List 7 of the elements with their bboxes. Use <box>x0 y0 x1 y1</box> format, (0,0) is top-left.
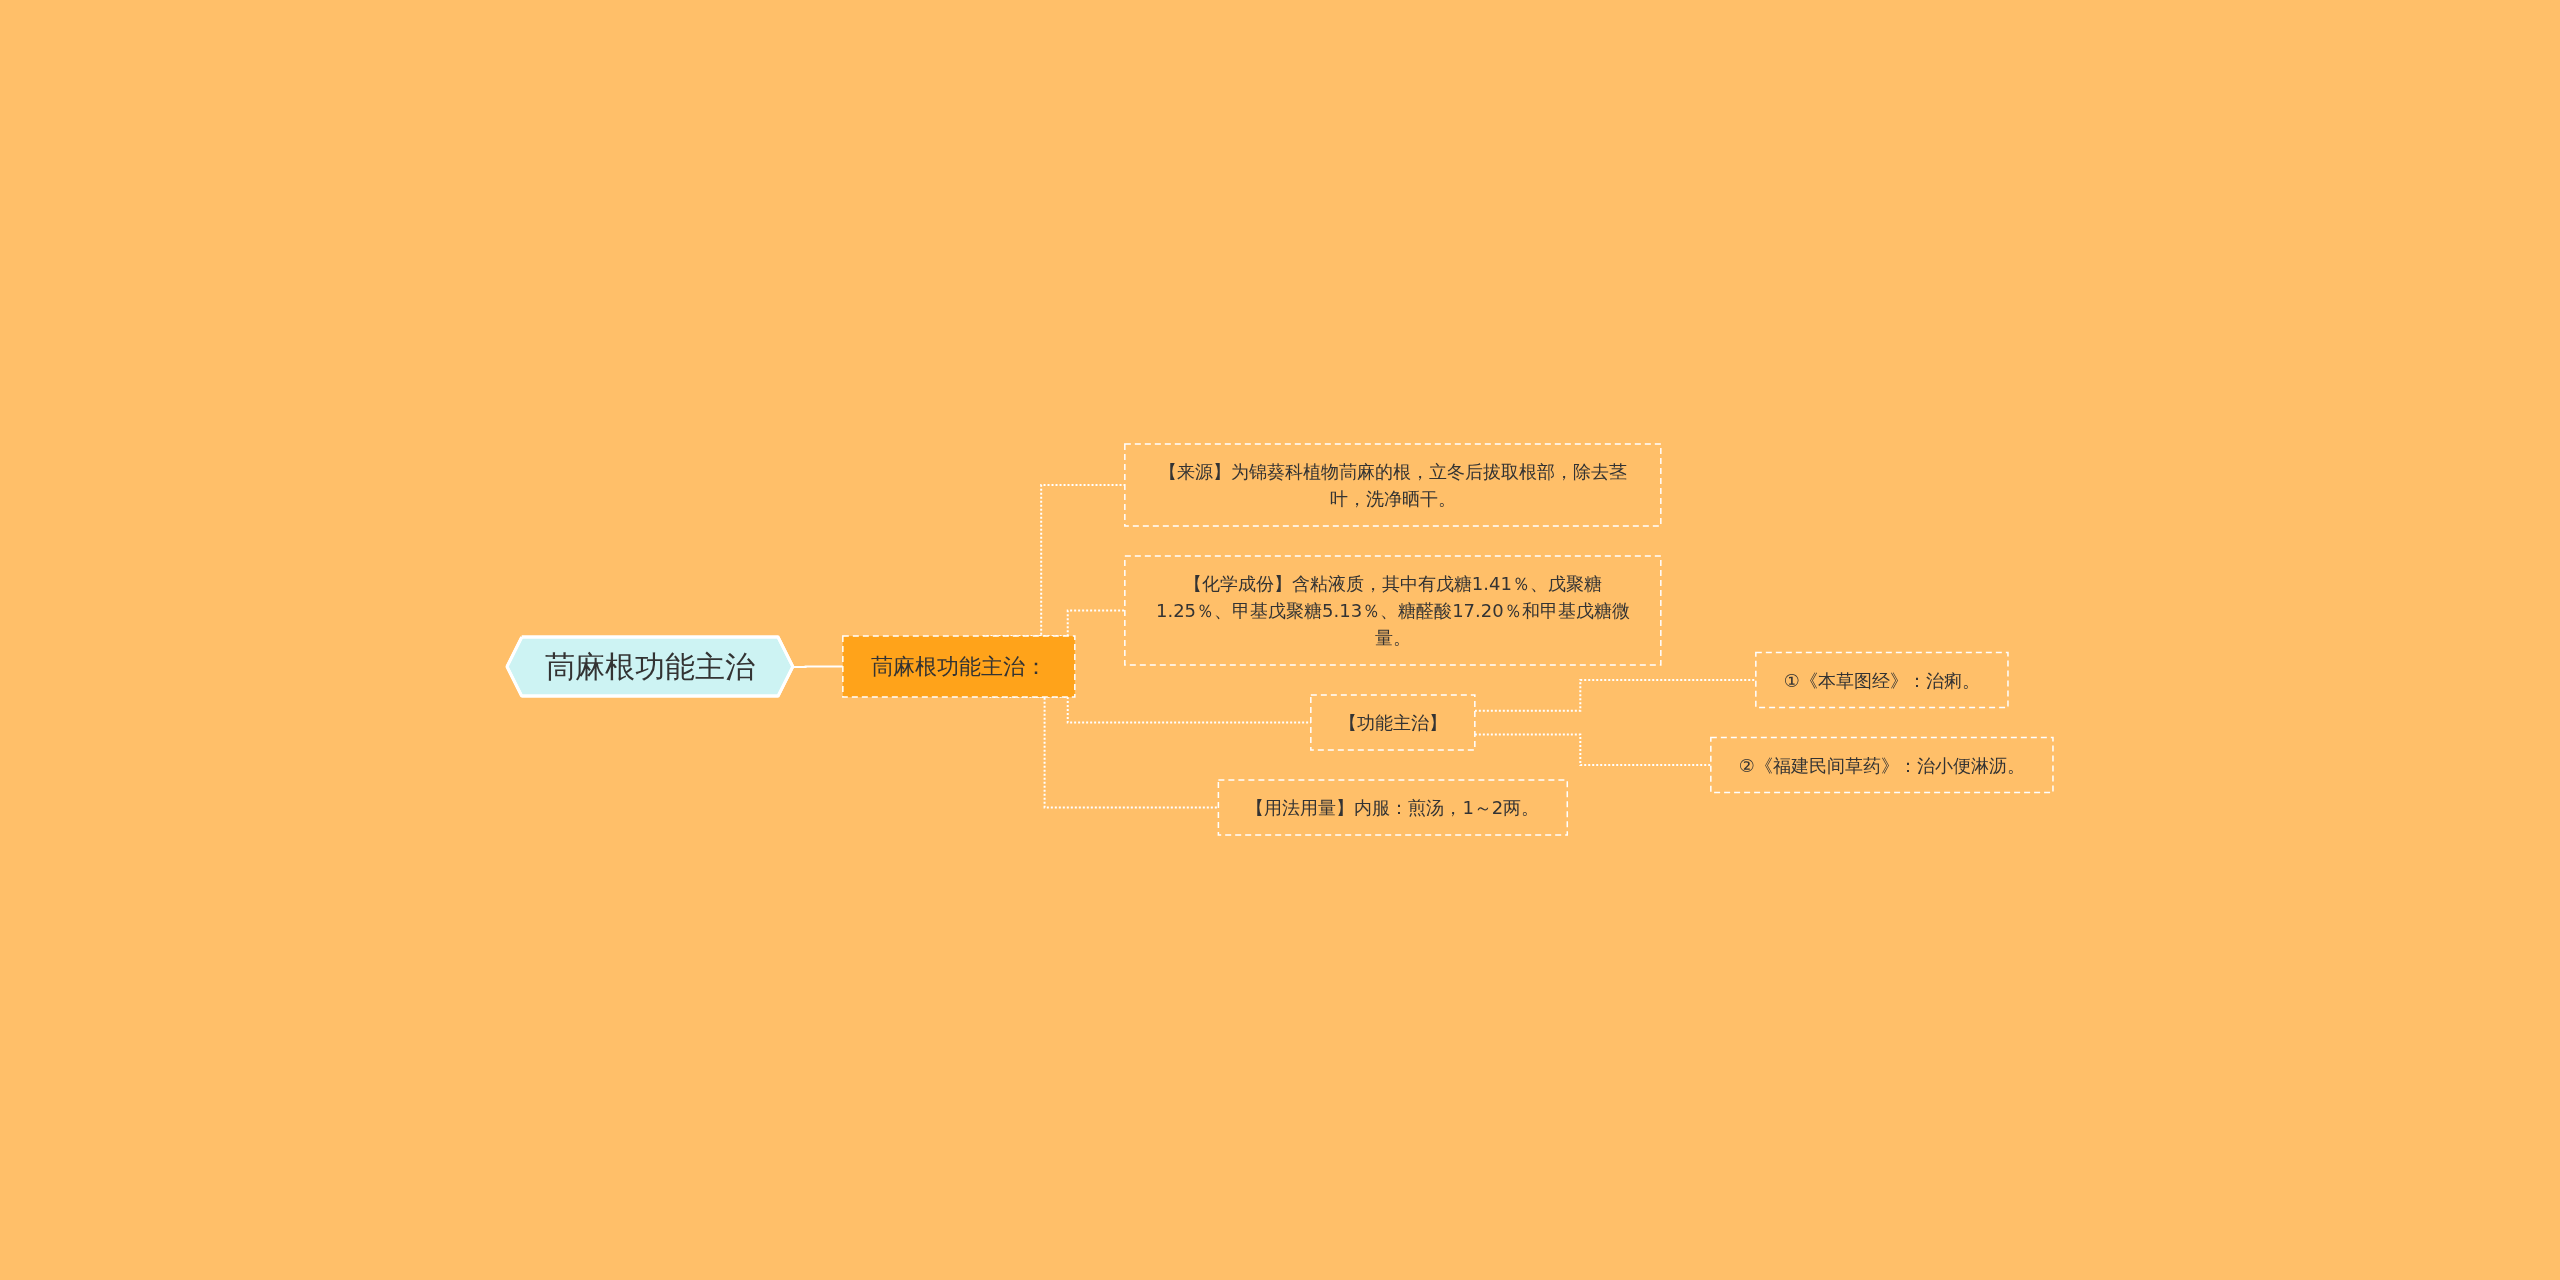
node-box: 【化学成份】含粘液质，其中有戊糖1.41％、戊聚糖1.25％、甲基戊聚糖5.13％、糖醛酸17.20％和甲基戊糖微量。 <box>1124 555 1662 667</box>
node-box: ①《本草图经》：治痢。 <box>1755 652 2009 709</box>
node-box: 茼麻根功能主治： <box>842 635 1076 699</box>
node-box: 【功能主治】 <box>1310 694 1476 752</box>
node-box: ②《福建民间草药》：治小便淋沥。 <box>1710 737 2054 794</box>
node-box: 【用法用量】内服：煎汤，1～2两。 <box>1217 779 1569 837</box>
node-box: 【来源】为锦葵科植物茼麻的根，立冬后拔取根部，除去茎叶，洗净晒干。 <box>1124 443 1662 528</box>
